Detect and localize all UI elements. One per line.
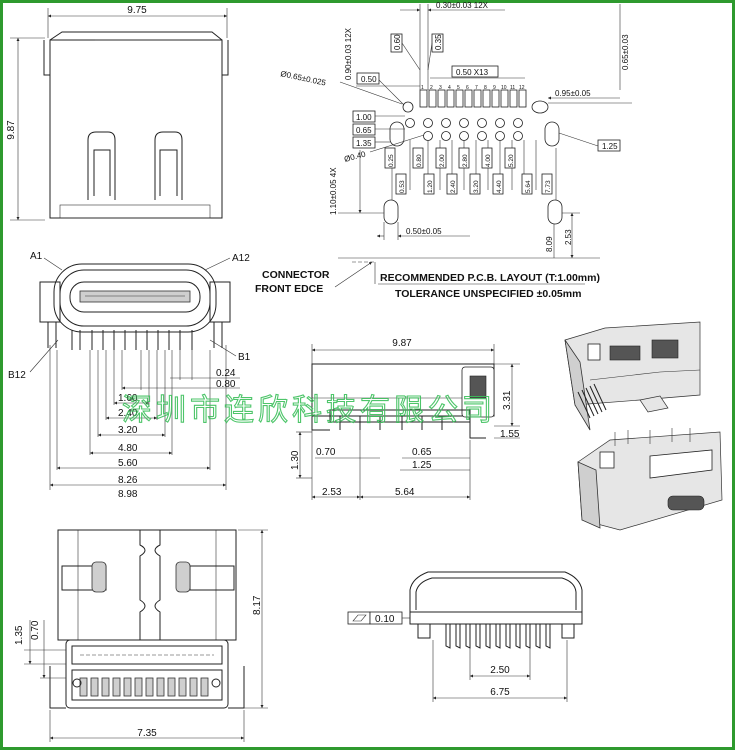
connector-front-edge-note: CONNECTOR FRONT EDCE [255,261,373,295]
dim-050: 0.50 [361,75,377,84]
pad-number: 12 [519,85,525,91]
vertical-label: 2.80 [462,154,469,167]
dim-480: 4.80 [118,443,138,454]
dim-320: 3.20 [118,425,138,436]
vertical-label: 4.40 [496,180,503,193]
pad-number: 1 [421,85,424,91]
side-070-dim: 0.70 [316,447,336,458]
vertical-dim-strip: 1.10±0.05 4X 0.25 [329,140,557,215]
pad-number: 6 [466,85,469,91]
label-a12: A12 [232,253,250,264]
side-065-dim: 0.65 [412,447,432,458]
bottom-070-dim: 0.70 [30,620,41,640]
vertical-label: 2.00 [439,154,446,167]
label-a1: A1 [30,251,43,262]
top-width-dim: 9.75 [127,5,147,16]
side-height-dim: 3.31 [502,390,513,410]
tolerance-note: TOLERANCE UNSPECIFIED ±0.05mm [395,288,581,300]
label-b1: B1 [238,352,251,363]
vertical-label: 3.20 [473,180,480,193]
bottom-817-dim: 8.17 [252,595,263,615]
dim-160: 1.60 [118,393,138,404]
side-253-dim: 2.53 [322,487,342,498]
note-line-1: CONNECTOR [262,269,330,281]
bottom-view: 1.35 0.70 8.17 7.35 [14,529,268,742]
vertical-label: 0.80 [416,154,423,167]
vertical-label: 7.73 [545,180,552,193]
dim-024: 0.24 [216,368,236,379]
pad-number: 2 [430,85,433,91]
dim-100: 1.00 [356,113,372,122]
pad-number: 10 [501,85,507,91]
pcb-layout-title: RECOMMENDED P.C.B. LAYOUT (T:1.00mm) [380,272,600,284]
front-view: A1 A12 B12 B1 [8,251,251,500]
pad-length-dim: 0.90±0.03 12X [344,27,353,80]
side-view: 9.87 3.31 1.55 1.30 0.70 0.65 1.25 2 [290,338,520,500]
dim-095: 0.95±0.05 [555,89,591,98]
vertical-label: 2.40 [450,180,457,193]
side-564-dim: 5.64 [395,487,415,498]
right-065-dim: 0.65±0.03 [621,34,630,70]
pad-number: 4 [448,85,451,91]
side-130-dim: 1.30 [290,450,301,470]
top-height-dim: 9.87 [6,120,17,140]
vertical-label: 0.25 [388,154,395,167]
pad-number: 3 [439,85,442,91]
dim-065: 0.65 [356,126,372,135]
pitch-x13-dim: 0.50 X13 [456,68,489,77]
pad-number: 8 [484,85,487,91]
rear-675-dim: 6.75 [490,687,510,698]
pad-number: 7 [475,85,478,91]
vertical-label: 4.00 [485,154,492,167]
dim-253: 2.53 [564,229,573,245]
note-line-2: FRONT EDCE [255,283,323,295]
flatness-value: 0.10 [375,614,395,625]
pad-number: 9 [493,85,496,91]
pcb-layout: 0.30±0.03 12X 0.90±0.03 12X 0.65±0.03 0.… [280,1,632,300]
pad-number: 5 [457,85,460,91]
dim-110-4x: 1.10±0.05 4X [329,167,338,215]
dim-040: Ø0.40 [343,149,367,163]
vertical-label: 1.20 [427,180,434,193]
top-view: 9.75 9.87 [6,5,229,221]
rear-view: 0.10 2.50 6.75 [347,571,583,702]
label-b12: B12 [8,370,26,381]
company-watermark: 深圳市连欣科技有限公司 [122,393,496,428]
vertical-label: 0.53 [399,180,406,193]
side-125-dim: 1.25 [412,460,432,471]
isometric-views [564,321,723,531]
dim-898: 8.98 [118,489,138,500]
dim-809: 8.09 [545,236,554,252]
dim-560: 5.60 [118,458,138,469]
dim-826: 8.26 [118,475,138,486]
bottom-135-dim: 1.35 [14,625,25,645]
pitch-top-dim: 0.30±0.03 12X [436,1,489,10]
vertical-label: 5.20 [508,154,515,167]
vertical-label: 5.64 [525,180,532,193]
rear-250-dim: 2.50 [490,665,510,676]
pad-row: 1 2 3 4 5 6 7 8 9 10 11 12 [383,85,563,225]
dim-035: 0.35 [434,34,443,50]
dim-125: 1.25 [602,142,618,151]
dim-050-005: 0.50±0.05 [406,227,442,236]
dim-060: 0.60 [393,34,402,50]
pad-number: 11 [510,85,515,91]
side-155-dim: 1.55 [500,429,520,440]
dim-080: 0.80 [216,379,236,390]
dim-240: 2.40 [118,408,138,419]
dim-135: 1.35 [356,139,372,148]
side-length-dim: 9.87 [392,338,412,349]
bottom-735-dim: 7.35 [137,728,157,739]
hole-diameter-dim: Ø0.65±0.025 [280,69,328,88]
